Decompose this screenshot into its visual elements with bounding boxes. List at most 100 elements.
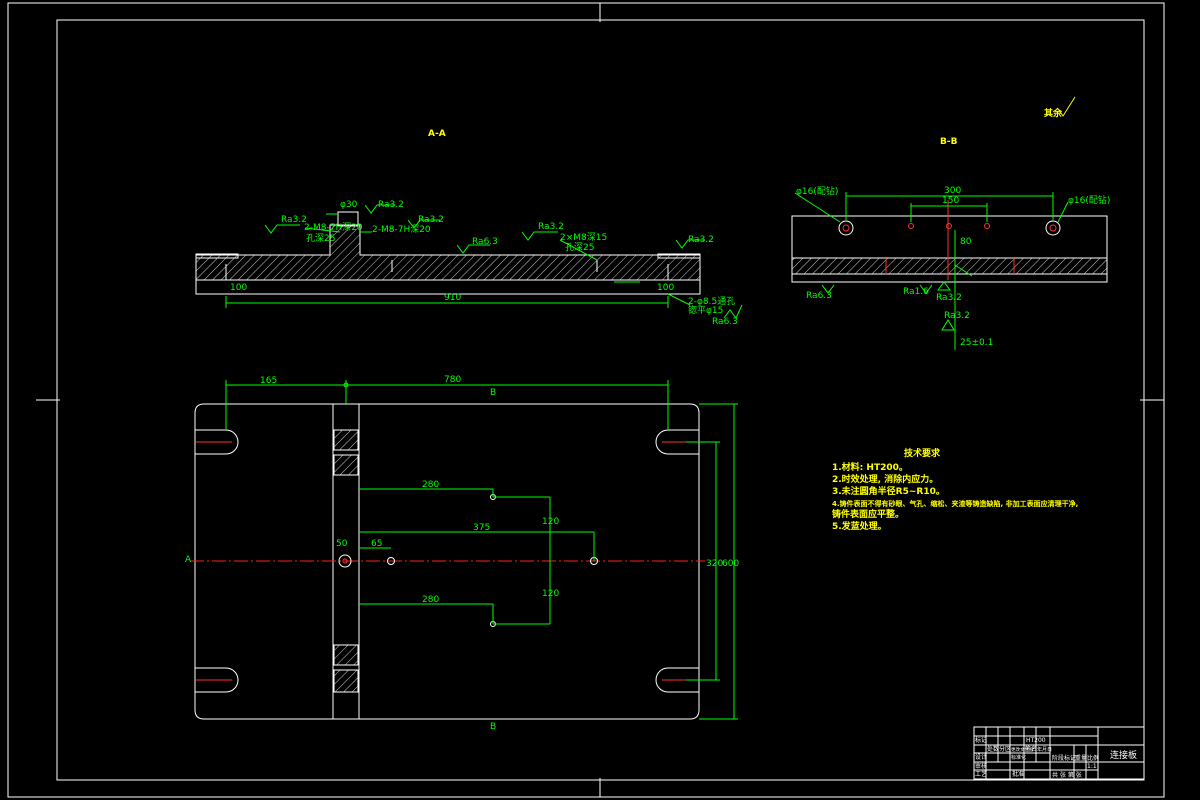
title-block-label: 标记 (975, 736, 987, 744)
roughness-label: Ra3.2 (418, 215, 444, 225)
tech-requirement-item: 2.时效处理, 消除内应力。 (832, 473, 938, 485)
title-block-label: 审核 (975, 762, 987, 770)
side-view: 300 150 φ16(配钻) φ16(配钻) 80 25±0.1 Ra6.3 … (791, 185, 1110, 350)
title-block-label: 阶段标记 (1052, 754, 1076, 762)
roughness-mark-icon (821, 284, 835, 294)
front-view: Ra3.2 Ra3.2 Ra3.2 Ra6.3 Ra3.2 Ra3.2 Ra6.… (195, 200, 743, 327)
roughness-label: Ra1.6 (903, 287, 929, 297)
dimension-label: 100 (657, 283, 674, 293)
title-block-label: 设计 (975, 753, 987, 761)
section-marker: B (490, 722, 496, 732)
slot-top-left (195, 429, 239, 455)
tech-requirements-title: 技术要求 (904, 447, 941, 459)
hole-callout: 2-φ8.5通孔 (688, 296, 735, 307)
title-block-label: 共 张 第 张 (1052, 771, 1082, 779)
small-hole (946, 223, 952, 229)
plan-outline (194, 403, 700, 720)
roughness-mark-icon (264, 224, 300, 234)
plan-hole (338, 554, 352, 568)
roughness-label: Ra3.2 (281, 215, 307, 225)
tech-requirement-item: 4.铸件表面不得有砂眼、气孔、缩松、夹渣等铸造缺陷, 非加工表面应清理干净, (832, 499, 1078, 508)
dimension-label: 100 (230, 283, 247, 293)
outer-border (7, 2, 1165, 798)
small-hole (984, 223, 990, 229)
dimension-label: 120 (542, 517, 559, 527)
dimension-label: 280 (422, 595, 439, 605)
dimension-label: 280 (422, 480, 439, 490)
plan-hole-center (342, 558, 348, 564)
roughness-mark-icon (407, 219, 440, 229)
small-hole (908, 223, 914, 229)
roughness-symbol-icon (1058, 96, 1076, 117)
leader-line (559, 239, 598, 261)
drawing-frame (7, 2, 1165, 798)
tech-requirements: 技术要求 1.材料: HT200。 2.时效处理, 消除内应力。 3.未注圆角半… (832, 447, 1078, 532)
side-view-top (791, 215, 1108, 259)
dimension-label: 165 (260, 376, 277, 386)
roughness-label: Ra3.2 (378, 200, 404, 210)
hole-callout: 孔深25 (306, 233, 335, 244)
hole-callout: 2-M8-7H深20 (304, 222, 363, 233)
tech-requirement-item: 1.材料: HT200。 (832, 461, 908, 473)
section-marker: B (490, 388, 496, 398)
rib-section (333, 644, 359, 666)
dimension-label: 150 (942, 196, 959, 206)
roughness-label: Ra3.2 (936, 293, 962, 303)
plan-hole (387, 557, 395, 565)
roughness-label: Ra3.2 (538, 222, 564, 232)
tech-requirement-item: 5.发蓝处理。 (832, 520, 887, 532)
front-view-base (195, 279, 701, 295)
title-block-label: 签名 (1025, 745, 1037, 753)
hole-callout: 孔深25 (565, 242, 594, 253)
front-left-ledge (195, 253, 239, 259)
roughness-mark-icon (675, 239, 705, 249)
title-block-label: 批准 (1012, 770, 1024, 778)
title-block-scale: 1:1 (1087, 763, 1097, 770)
slot-top-right (655, 429, 699, 455)
dimension-label: 320 (706, 559, 723, 569)
roughness-label: Ra3.2 (688, 235, 714, 245)
title-block-label: 重量 (1075, 754, 1087, 762)
slot-bottom-right (655, 667, 699, 693)
leader-line (667, 293, 691, 306)
title-block-label: 工艺 (975, 770, 987, 778)
dimension-label: 300 (944, 186, 961, 196)
pin-hole-right-inner (1049, 224, 1057, 232)
front-right-ledge (657, 253, 701, 259)
section-label-bb: B-B (940, 137, 958, 147)
rib-section (333, 429, 359, 451)
section-label-aa: A-A (428, 129, 446, 139)
tech-requirement-item: 3.未注圆角半径R5~R10。 (832, 485, 945, 497)
dimension-label: 65 (371, 539, 382, 549)
dimension-label: 600 (722, 559, 739, 569)
dimension-origin (343, 382, 349, 388)
hole-callout: 2-M8-7H深20 (372, 224, 431, 235)
rib-section (333, 669, 359, 693)
title-block-label: 年月日 (1037, 746, 1052, 753)
roughness-mark-icon (364, 204, 395, 214)
leader-line (304, 227, 341, 233)
front-boss (337, 211, 359, 227)
title-block: 标记 处数 分区 更改文件号 签名 年月日 设计 标准化 审核 工艺 批准 阶段… (973, 726, 1145, 780)
rib-section (333, 454, 359, 476)
leader-line (954, 264, 973, 277)
title-block-label: 比例 (1087, 754, 1099, 762)
roughness-label: Ra6.3 (472, 237, 498, 247)
dimension-label: 910 (444, 293, 461, 303)
roughness-label: Ra6.3 (712, 317, 738, 327)
hole-callout: 2×M8深15 (560, 232, 607, 243)
title-block-label: 更改文件号 (1011, 746, 1034, 753)
side-view-base (791, 273, 1108, 283)
slot-bottom-left (195, 667, 239, 693)
dimension-label: 50 (336, 539, 348, 549)
title-block-material: HT200 (1026, 737, 1046, 744)
side-view-section-body (791, 257, 1108, 275)
hole-callout: 锪平φ15 (688, 304, 723, 316)
pin-label-left: φ16(配钻) (796, 185, 838, 197)
plan-view: A 165 780 B B 280 375 280 65 50 120 (185, 375, 739, 732)
pin-hole-left (838, 220, 854, 236)
inner-border (56, 19, 1145, 781)
roughness-mark-icon (521, 231, 558, 241)
dimension-label: 780 (444, 375, 461, 385)
